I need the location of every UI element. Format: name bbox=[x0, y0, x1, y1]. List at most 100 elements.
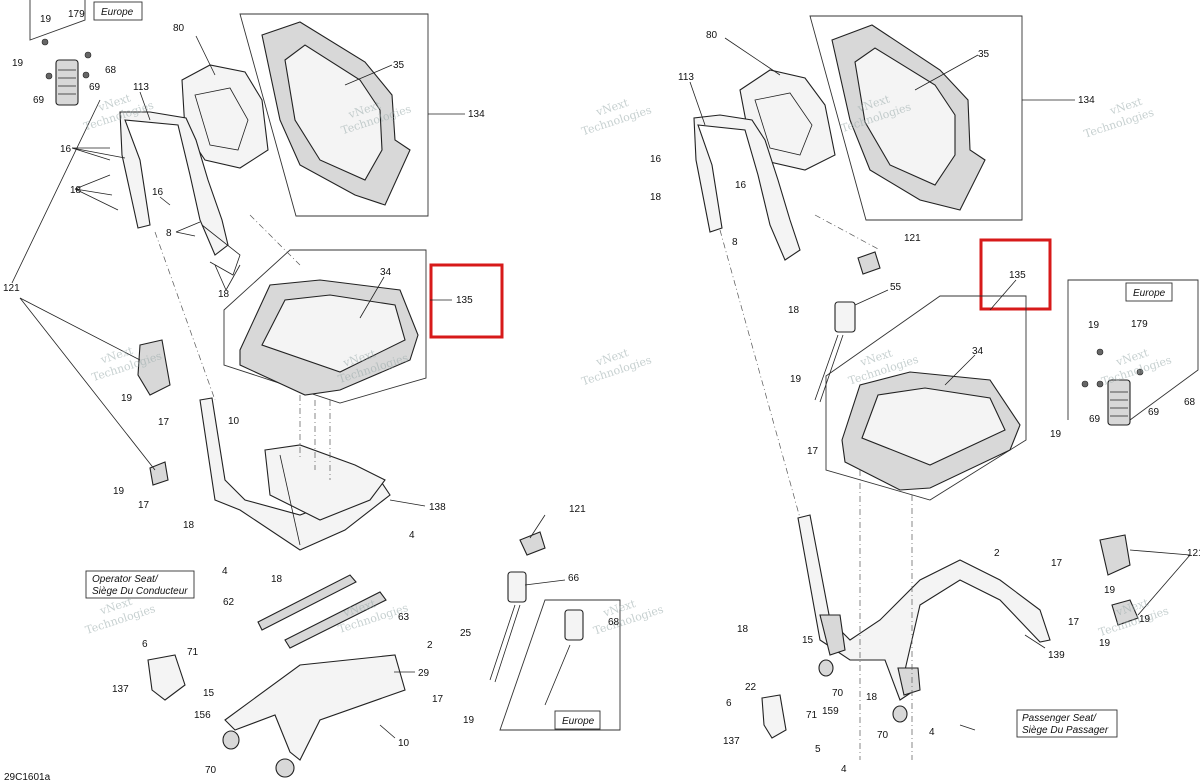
label-2: 2 bbox=[427, 640, 433, 651]
label-68: 68 bbox=[608, 617, 620, 628]
passenger-title-line2: Siège Du Passager bbox=[1022, 725, 1109, 736]
label-62: 62 bbox=[223, 597, 235, 608]
operator-seat-title-box: Operator Seat/ Siège Du Conducteur bbox=[85, 570, 195, 599]
label-18: 18 bbox=[218, 289, 230, 300]
region-tag-right: Europe bbox=[1133, 288, 1166, 299]
label-15: 15 bbox=[802, 635, 814, 646]
label-16: 16 bbox=[60, 144, 72, 155]
label-16: 16 bbox=[650, 154, 662, 165]
label-4: 4 bbox=[409, 530, 415, 541]
label-19: 19 bbox=[1104, 585, 1116, 596]
label-121: 121 bbox=[904, 233, 921, 244]
label-2: 2 bbox=[994, 548, 1000, 559]
label-19: 19 bbox=[12, 58, 24, 69]
label-19: 19 bbox=[1099, 638, 1111, 649]
label-19: 19 bbox=[1088, 320, 1100, 331]
leader-lines-right bbox=[689, 37, 1191, 731]
label-18: 18 bbox=[183, 520, 195, 531]
label-5: 5 bbox=[815, 744, 821, 755]
label-18: 18 bbox=[866, 692, 878, 703]
label-19: 19 bbox=[790, 374, 802, 385]
operator-title-line1: Operator Seat/ bbox=[92, 574, 159, 585]
highlight-box-135-left bbox=[429, 263, 504, 339]
region-tag-bottom-center: Europe bbox=[562, 716, 595, 727]
label-17: 17 bbox=[432, 694, 444, 705]
part-labels-left: 19 179 19 69 69 68 80 35 134 113 16 18 1… bbox=[3, 9, 620, 776]
label-71: 71 bbox=[806, 710, 818, 721]
label-179: 179 bbox=[1131, 319, 1148, 330]
seat-base-138-left bbox=[199, 397, 391, 551]
label-135: 135 bbox=[1009, 270, 1026, 281]
label-69: 69 bbox=[1148, 407, 1160, 418]
assembly-dash-lines-left bbox=[154, 214, 331, 480]
label-69: 69 bbox=[89, 82, 101, 93]
label-17: 17 bbox=[1068, 617, 1080, 628]
region-tag-top-left: Europe bbox=[101, 7, 134, 18]
seat-base-139-right bbox=[797, 514, 1051, 723]
label-6: 6 bbox=[142, 639, 148, 650]
label-159: 159 bbox=[822, 706, 839, 717]
label-137: 137 bbox=[723, 736, 740, 747]
passenger-seat-title-box: Passenger Seat/ Siège Du Passager bbox=[1016, 709, 1118, 738]
label-4: 4 bbox=[929, 727, 935, 738]
label-137: 137 bbox=[112, 684, 129, 695]
label-34: 34 bbox=[380, 267, 392, 278]
bracket-137-right bbox=[761, 694, 787, 739]
label-25: 25 bbox=[460, 628, 472, 639]
label-8: 8 bbox=[166, 228, 172, 239]
label-121: 121 bbox=[1187, 548, 1200, 559]
label-19: 19 bbox=[1139, 614, 1151, 625]
label-18: 18 bbox=[650, 192, 662, 203]
passenger-title-line1: Passenger Seat/ bbox=[1022, 713, 1097, 724]
label-19: 19 bbox=[463, 715, 475, 726]
label-156: 156 bbox=[194, 710, 211, 721]
label-121: 121 bbox=[569, 504, 586, 515]
label-4: 4 bbox=[841, 764, 847, 775]
seat-belt-upper-right bbox=[814, 251, 881, 403]
back-frame-113-right bbox=[693, 114, 801, 261]
label-34: 34 bbox=[972, 346, 984, 357]
label-80: 80 bbox=[706, 30, 718, 41]
label-66: 66 bbox=[568, 573, 580, 584]
label-17: 17 bbox=[1051, 558, 1063, 569]
backrest-frame-80-left bbox=[181, 64, 269, 169]
label-17: 17 bbox=[158, 417, 170, 428]
back-frame-113-left bbox=[119, 111, 241, 276]
label-35: 35 bbox=[393, 60, 405, 71]
label-70: 70 bbox=[877, 730, 889, 741]
label-134: 134 bbox=[468, 109, 485, 120]
label-71: 71 bbox=[187, 647, 199, 658]
label-69: 69 bbox=[1089, 414, 1101, 425]
label-113: 113 bbox=[678, 72, 694, 83]
label-22: 22 bbox=[745, 682, 757, 693]
diagram-code: 29C1601a bbox=[4, 772, 51, 783]
seat-cushion-box-left bbox=[223, 249, 427, 404]
label-134: 134 bbox=[1078, 95, 1095, 106]
seat-belt-assembly-left bbox=[489, 531, 546, 683]
part-labels-right: 80 35 113 134 16 18 16 8 121 135 55 18 1… bbox=[650, 30, 1200, 775]
label-135: 135 bbox=[456, 295, 473, 306]
label-10: 10 bbox=[398, 738, 410, 749]
assembly-dash-lines-right bbox=[719, 214, 913, 760]
europe-kit-box-right: Europe bbox=[1067, 279, 1199, 426]
highlight-box-135-right bbox=[979, 238, 1052, 311]
label-15: 15 bbox=[203, 688, 215, 699]
label-63: 63 bbox=[398, 612, 410, 623]
label-121: 121 bbox=[3, 283, 20, 294]
label-8: 8 bbox=[732, 237, 738, 248]
leader-lines-left bbox=[11, 35, 566, 739]
label-68: 68 bbox=[105, 65, 117, 76]
label-16: 16 bbox=[735, 180, 747, 191]
label-18: 18 bbox=[788, 305, 800, 316]
operator-title-line2: Siège Du Conducteur bbox=[92, 586, 188, 597]
label-17: 17 bbox=[138, 500, 150, 511]
label-4: 4 bbox=[222, 566, 228, 577]
label-19: 19 bbox=[113, 486, 125, 497]
label-19: 19 bbox=[1050, 429, 1062, 440]
label-55: 55 bbox=[890, 282, 902, 293]
label-16: 16 bbox=[152, 187, 164, 198]
label-19: 19 bbox=[121, 393, 133, 404]
label-138: 138 bbox=[429, 502, 446, 513]
label-18: 18 bbox=[271, 574, 283, 585]
label-17: 17 bbox=[807, 446, 819, 457]
